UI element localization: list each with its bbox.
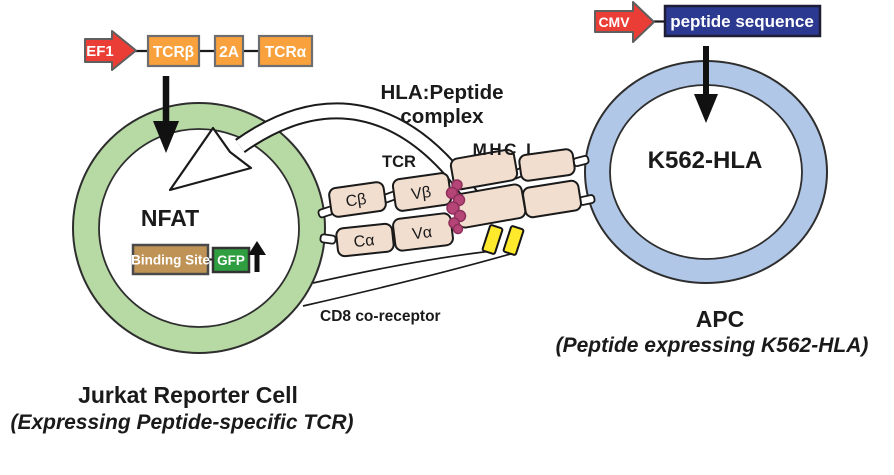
complex-title-line1: HLA:Peptide bbox=[381, 81, 504, 104]
membrane-linker bbox=[319, 233, 337, 245]
tcr-domain-cb bbox=[328, 181, 387, 218]
cd8-stalk-line bbox=[302, 252, 515, 307]
signal-arrow bbox=[168, 102, 479, 202]
mhc-domain-a1 bbox=[449, 148, 519, 191]
gfp-box bbox=[211, 246, 251, 274]
tcra-gene-box bbox=[257, 34, 314, 68]
transfection-arrow bbox=[694, 46, 718, 123]
gfp-label: GFP bbox=[217, 253, 245, 268]
ef1-promoter-arrow bbox=[84, 30, 137, 71]
tcr-domain-ca bbox=[335, 222, 395, 258]
jurkat-subtitle: (Expressing Peptide-specific TCR) bbox=[10, 411, 353, 434]
gene-label-2a: 2A bbox=[219, 44, 239, 61]
binding-site-label: Binding Site bbox=[131, 253, 210, 268]
peptide-construct: CMV peptide sequence bbox=[594, 1, 822, 123]
cd8-coreceptor bbox=[481, 224, 504, 255]
peptide-sequence-label: peptide sequence bbox=[670, 12, 814, 31]
tcr-domain-va bbox=[392, 212, 454, 252]
ca-label: Cα bbox=[353, 232, 375, 251]
mhc-domain-top-outer bbox=[518, 148, 576, 182]
apc-title: APC bbox=[696, 306, 745, 332]
k562-hla-label: K562-HLA bbox=[648, 147, 763, 174]
peptide-blob bbox=[445, 179, 467, 235]
cmv-label: CMV bbox=[598, 14, 630, 30]
apc-subtitle: (Peptide expressing K562-HLA) bbox=[556, 334, 869, 357]
gene-box-2a bbox=[213, 34, 245, 68]
transduction-arrow bbox=[153, 76, 179, 153]
hla-peptide-complex: Cβ Vβ Cα Vα bbox=[317, 148, 596, 258]
expression-increase-arrow bbox=[248, 241, 266, 272]
nfat-reporter: NFAT Binding Site GFP bbox=[131, 205, 266, 276]
mhc-domain-bottom-outer bbox=[522, 179, 582, 219]
tcr-construct: EF1 TCRβ 2A TCRα bbox=[84, 30, 314, 153]
tcr-label: TCR bbox=[382, 153, 416, 171]
jurkat-cytoplasm bbox=[98, 128, 300, 328]
cmv-promoter-arrow bbox=[594, 1, 655, 43]
binding-site-box bbox=[131, 243, 210, 276]
cd8-coreceptor bbox=[502, 225, 525, 256]
tcra-gene-label: TCRα bbox=[265, 44, 307, 61]
tcrb-gene-label: TCRβ bbox=[153, 44, 194, 61]
cb-label: Cβ bbox=[345, 191, 368, 211]
complex-title-line2: complex bbox=[400, 105, 484, 128]
jurkat-title: Jurkat Reporter Cell bbox=[78, 382, 298, 408]
vb-label: Vβ bbox=[410, 184, 432, 204]
tcrb-gene-box bbox=[146, 34, 201, 68]
mhc-label: MHC I bbox=[473, 140, 534, 159]
peptide-sequence-box bbox=[663, 4, 822, 38]
cd8-label: CD8 co-receptor bbox=[320, 308, 441, 325]
nfat-label: NFAT bbox=[141, 205, 199, 231]
apc-cell: K562-HLA bbox=[584, 60, 828, 284]
va-label: Vα bbox=[411, 224, 433, 243]
cd8-stalk-line bbox=[312, 250, 493, 284]
ef1-label: EF1 bbox=[86, 43, 114, 60]
jurkat-cell bbox=[72, 102, 326, 354]
